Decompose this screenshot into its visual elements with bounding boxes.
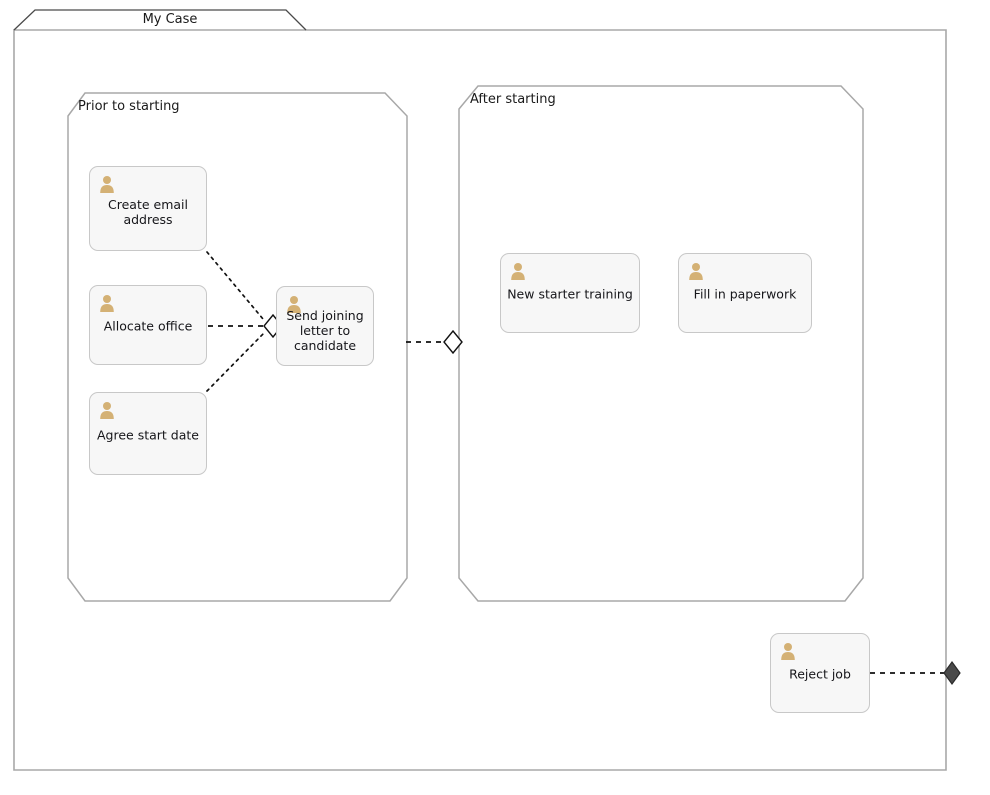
person-icon [689,263,703,280]
partition-after-starting-outline [458,85,864,602]
page-title: My Case [142,12,198,27]
edge-create-email-to-join [206,251,264,320]
task-node-fill-in-paperwork[interactable]: Fill in paperwork [678,253,812,333]
task-node-reject-job[interactable]: Reject job [770,633,870,713]
task-label: Allocate office [103,318,193,334]
task-label: Agree start date [97,426,199,442]
end-diamond-reject-job[interactable] [943,660,961,686]
task-node-agree-start-date[interactable]: Agree start date [89,392,207,475]
task-node-new-starter-training[interactable]: New starter training [500,253,640,333]
task-label: Reject job [789,666,851,682]
task-label: Create email address [108,196,188,227]
person-icon [100,295,114,312]
person-icon [781,643,795,660]
join-diamond-after-starting[interactable] [443,329,463,355]
person-icon [100,176,114,193]
task-label: New starter training [507,286,633,302]
task-node-create-email-address[interactable]: Create email address [89,166,207,251]
task-node-allocate-office[interactable]: Allocate office [89,285,207,365]
partition-label-after-starting: After starting [470,92,556,107]
edge-agree-start-date-to-join [206,332,265,392]
task-node-send-joining-letter-to-candidate[interactable]: Send joining letter to candidate [276,286,374,366]
partition-after-starting[interactable] [458,85,864,602]
task-label: Send joining letter to candidate [286,308,364,353]
person-icon [511,263,525,280]
task-label: Fill in paperwork [693,286,797,302]
partition-label-prior-to-starting: Prior to starting [78,99,180,114]
person-icon [100,402,114,419]
